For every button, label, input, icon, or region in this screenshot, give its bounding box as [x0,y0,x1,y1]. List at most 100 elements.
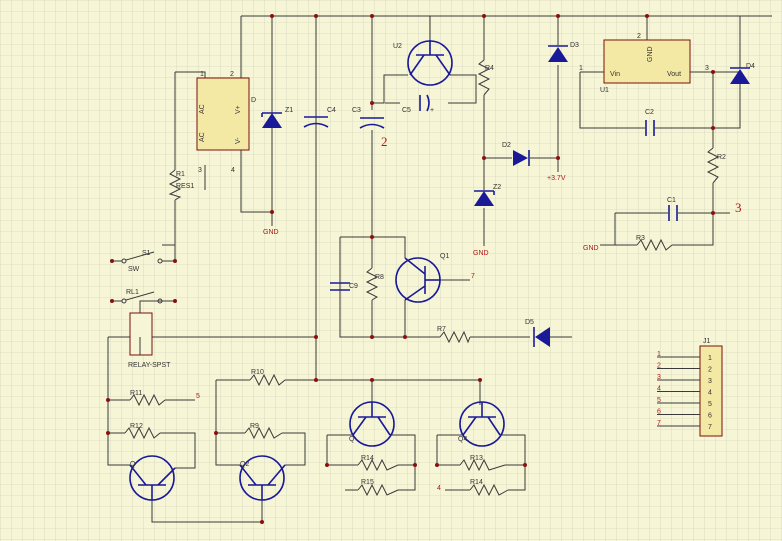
svg-text:C9: C9 [349,283,358,290]
svg-text:Vin: Vin [610,71,620,78]
junctions [106,14,715,524]
zener-z2: Z2 [474,184,501,206]
resistor-r3: R3 [636,235,673,252]
connector-pin-number: 3 [708,378,712,385]
svg-text:4: 4 [437,485,441,492]
bridge-pin2: 2 [230,71,234,78]
resistor-r7: R7 [437,326,471,344]
svg-text:Q: Q [349,436,355,443]
transistor-q-left: Q [129,455,176,501]
svg-text:Q4: Q4 [458,436,467,443]
svg-text:U2: U2 [393,43,402,50]
diode-d5: D5 [525,319,550,347]
svg-text:C4: C4 [327,107,336,114]
svg-text:C2: C2 [645,109,654,116]
relay-coil: RELAY-SPST [128,312,171,369]
diode-d2: D2 +3.7V [502,142,566,182]
connector-pin-number: 1 [708,355,712,362]
capacitor-c2: C2 [645,109,655,136]
resistor-r10: R10 [249,369,286,387]
transistor-q3: Q [349,401,395,447]
connector-pin-number: 4 [708,390,712,397]
svg-text:RES1: RES1 [176,183,194,190]
svg-text:D3: D3 [570,42,579,49]
zener-z1: Z1 [261,107,293,128]
svg-text:R1: R1 [176,171,185,178]
svg-text:Q1: Q1 [440,253,449,260]
svg-text:D2: D2 [502,142,511,149]
svg-text:SW: SW [128,266,140,273]
capacitor-c3: C3 2 [352,107,388,149]
svg-text:R9: R9 [250,423,259,430]
bridge-pin1: 1 [200,71,204,78]
bridge-vplus: V+ [235,105,242,114]
resistor-r2: R2 [706,147,726,184]
svg-text:+: + [430,107,434,114]
svg-text:C3: C3 [352,107,361,114]
svg-text:RELAY-SPST: RELAY-SPST [128,362,171,369]
net-label-3: 3 [735,200,742,215]
bridge-rectifier: AC AC V+ V- 1 2 3 4 D [196,71,256,174]
relay-contact-rl1: RL1 [121,289,163,304]
gnd-label-mid: GND [473,250,489,257]
svg-text:J1: J1 [703,338,711,345]
connector-pin-net: 7 [657,420,661,427]
svg-text:R11: R11 [130,390,142,397]
net-label-2: 2 [381,134,388,149]
transistor-q2: Q2 [239,455,286,501]
transistor-u2: U2 [393,40,453,86]
capacitor-c5: C5 + [402,94,434,114]
resistor-r9: R9 [244,423,283,440]
svg-text:2: 2 [637,33,641,40]
resistor-r14-b: R14 4 [437,479,509,497]
resistor-r11: R11 5 [129,390,200,407]
bridge-ref: D [251,97,256,104]
svg-text:R4: R4 [485,65,494,72]
capacitor-c1: C1 [667,197,678,221]
switch-s1: S1 SW [121,250,163,273]
capacitor-c9: C9 [330,237,358,337]
svg-text:R13: R13 [470,455,483,462]
svg-text:R10: R10 [251,369,264,376]
svg-text:R12: R12 [130,423,143,430]
resistor-r4: R4 [477,59,494,96]
connector-pin-net: 6 [657,409,661,416]
svg-text:R7: R7 [437,326,446,333]
svg-text:D4: D4 [746,63,755,70]
transistor-q4: Q4 [458,401,505,447]
bridge-pin3: 3 [198,167,202,174]
svg-text:C1: C1 [667,197,676,204]
svg-text:R15: R15 [361,479,374,486]
svg-text:3: 3 [705,65,709,72]
svg-text:RL1: RL1 [126,289,139,296]
svg-text:R14: R14 [361,455,374,462]
transistor-q1: Q1 7 [395,253,475,303]
svg-text:U1: U1 [600,87,609,94]
connector-pin-net: 5 [657,397,661,404]
svg-text:D5: D5 [525,319,534,326]
svg-text:C5: C5 [402,107,411,114]
bridge-ac-top: AC [199,104,206,114]
svg-text:R3: R3 [636,235,645,242]
diode-d3: D3 [548,42,579,62]
svg-text:5: 5 [196,393,200,400]
resistor-r13: R13 [459,455,506,472]
connector-pin-net: 2 [657,363,661,370]
svg-text:7: 7 [471,273,475,280]
resistor-r15: R15 [357,479,399,497]
connector-pin-net: 1 [657,351,661,358]
svg-text:R8: R8 [375,274,384,281]
svg-text:1: 1 [579,65,583,72]
connector-pin-number: 5 [708,401,712,408]
svg-text:GND: GND [647,46,654,62]
svg-text:Q2: Q2 [240,461,249,468]
plus3v-label: +3.7V [547,175,566,182]
svg-text:Q: Q [130,461,136,468]
resistor-r8: R8 [365,267,384,301]
resistor-r12: R12 [124,423,161,440]
bridge-vminus: V- [235,137,242,144]
resistor-r14-a: R14 [357,455,399,472]
